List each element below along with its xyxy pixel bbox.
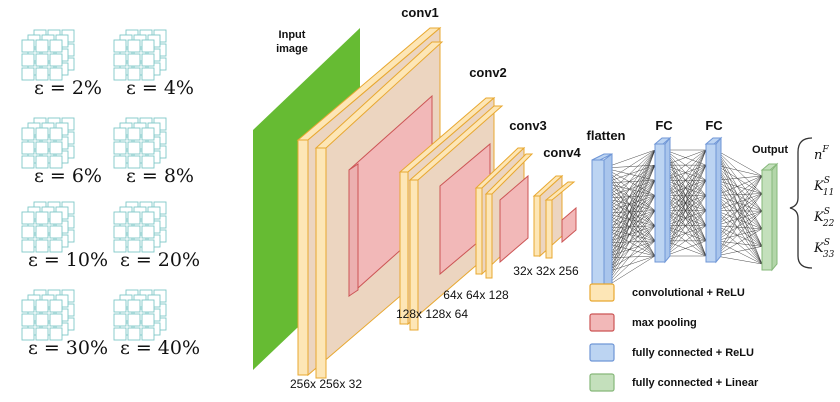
sample-label-8: ε = 40% — [120, 337, 200, 359]
output-front — [761, 169, 773, 271]
fc2-label: FC — [705, 118, 723, 133]
sample-label-1: ε = 2% — [34, 77, 102, 99]
legend-item-fc: fully connected + ReLU — [589, 343, 754, 362]
legend: convolutional + ReLU max pooling fully c… — [589, 283, 759, 392]
fc2-front — [705, 143, 717, 263]
sample-cube-stack-2 — [113, 29, 167, 81]
output-label: Output — [752, 144, 788, 156]
sample-labels: ε = 2% ε = 4% ε = 6% ε = 8% ε = 10% ε = … — [28, 77, 200, 359]
sample-cube-stack-4 — [113, 117, 167, 169]
sample-label-5: ε = 10% — [28, 249, 108, 271]
sample-cube-stack-5 — [21, 201, 75, 253]
conv4-slab-a-front — [533, 195, 541, 257]
conv3-pool — [499, 174, 529, 264]
conv1-slab-a-front — [297, 139, 309, 376]
fc-connections — [603, 149, 763, 289]
conv4-slab-b-front — [545, 199, 553, 259]
conv2-slab-b-front — [409, 179, 419, 331]
fc1-label: FC — [655, 118, 673, 133]
sample-label-3: ε = 6% — [34, 165, 102, 187]
conv4-label: conv4 — [543, 145, 581, 160]
legend-item-conv: convolutional + ReLU — [589, 283, 745, 302]
sample-label-2: ε = 4% — [126, 77, 194, 99]
conv1-label: conv1 — [401, 5, 439, 20]
legend-label-fc: fully connected + ReLU — [632, 347, 754, 359]
conv3-slab-a-front — [475, 187, 483, 275]
sample-label-4: ε = 8% — [126, 165, 194, 187]
sample-cube-stack-6 — [113, 201, 167, 253]
legend-label-conv: convolutional + ReLU — [632, 287, 745, 299]
conv2-slab-a-front — [399, 171, 409, 325]
conv2-label: conv2 — [469, 65, 507, 80]
fc2-side — [715, 136, 722, 264]
conv2-dims: 128x 128x 64 — [396, 307, 468, 321]
legend-item-out: fully connected + Linear — [589, 373, 759, 392]
conv3-label: conv3 — [509, 118, 547, 133]
legend-swatch-pool — [589, 313, 615, 332]
legend-swatch-conv — [589, 283, 615, 302]
fc2-layer — [704, 136, 723, 264]
flatten-label: flatten — [587, 128, 626, 143]
input-label-line2: image — [276, 43, 308, 55]
legend-swatch-fc — [589, 343, 615, 362]
flatten-side — [603, 153, 613, 297]
conv3-dims: 64x 64x 128 — [443, 288, 509, 302]
conv3-block — [474, 146, 534, 279]
output-side — [771, 162, 778, 272]
sample-label-6: ε = 20% — [120, 249, 200, 271]
sample-cube-stack-7 — [21, 289, 75, 341]
flatten-front — [591, 159, 605, 297]
conv1-slab-b-front — [315, 147, 327, 379]
conv1-pool-edge — [348, 163, 359, 297]
fc1-front — [654, 143, 666, 263]
input-label-line1: Input — [279, 29, 306, 41]
sample-label-7: ε = 30% — [28, 337, 108, 359]
fc1-layer — [653, 136, 672, 264]
conv2-block — [398, 96, 504, 331]
output-brace — [789, 137, 813, 269]
conv4-dims: 32x 32x 256 — [513, 264, 579, 278]
conv4-block — [532, 174, 577, 259]
output-var-1: nF — [814, 145, 829, 163]
legend-swatch-out — [589, 373, 615, 392]
sample-cube-stack-1 — [21, 29, 75, 81]
legend-label-pool: max pooling — [632, 317, 697, 329]
legend-label-out: fully connected + Linear — [632, 377, 759, 389]
conv3-slab-b-front — [485, 193, 493, 279]
conv4-pool — [561, 206, 577, 244]
legend-item-pool: max pooling — [589, 313, 697, 332]
conv1-dims: 256x 256x 32 — [290, 377, 362, 391]
output-layer — [760, 162, 779, 272]
flatten-layer — [591, 153, 613, 297]
fc1-side — [664, 136, 671, 264]
sample-cube-stack-8 — [113, 289, 167, 341]
sample-cube-stack-3 — [21, 117, 75, 169]
microstructure-samples — [21, 29, 167, 341]
